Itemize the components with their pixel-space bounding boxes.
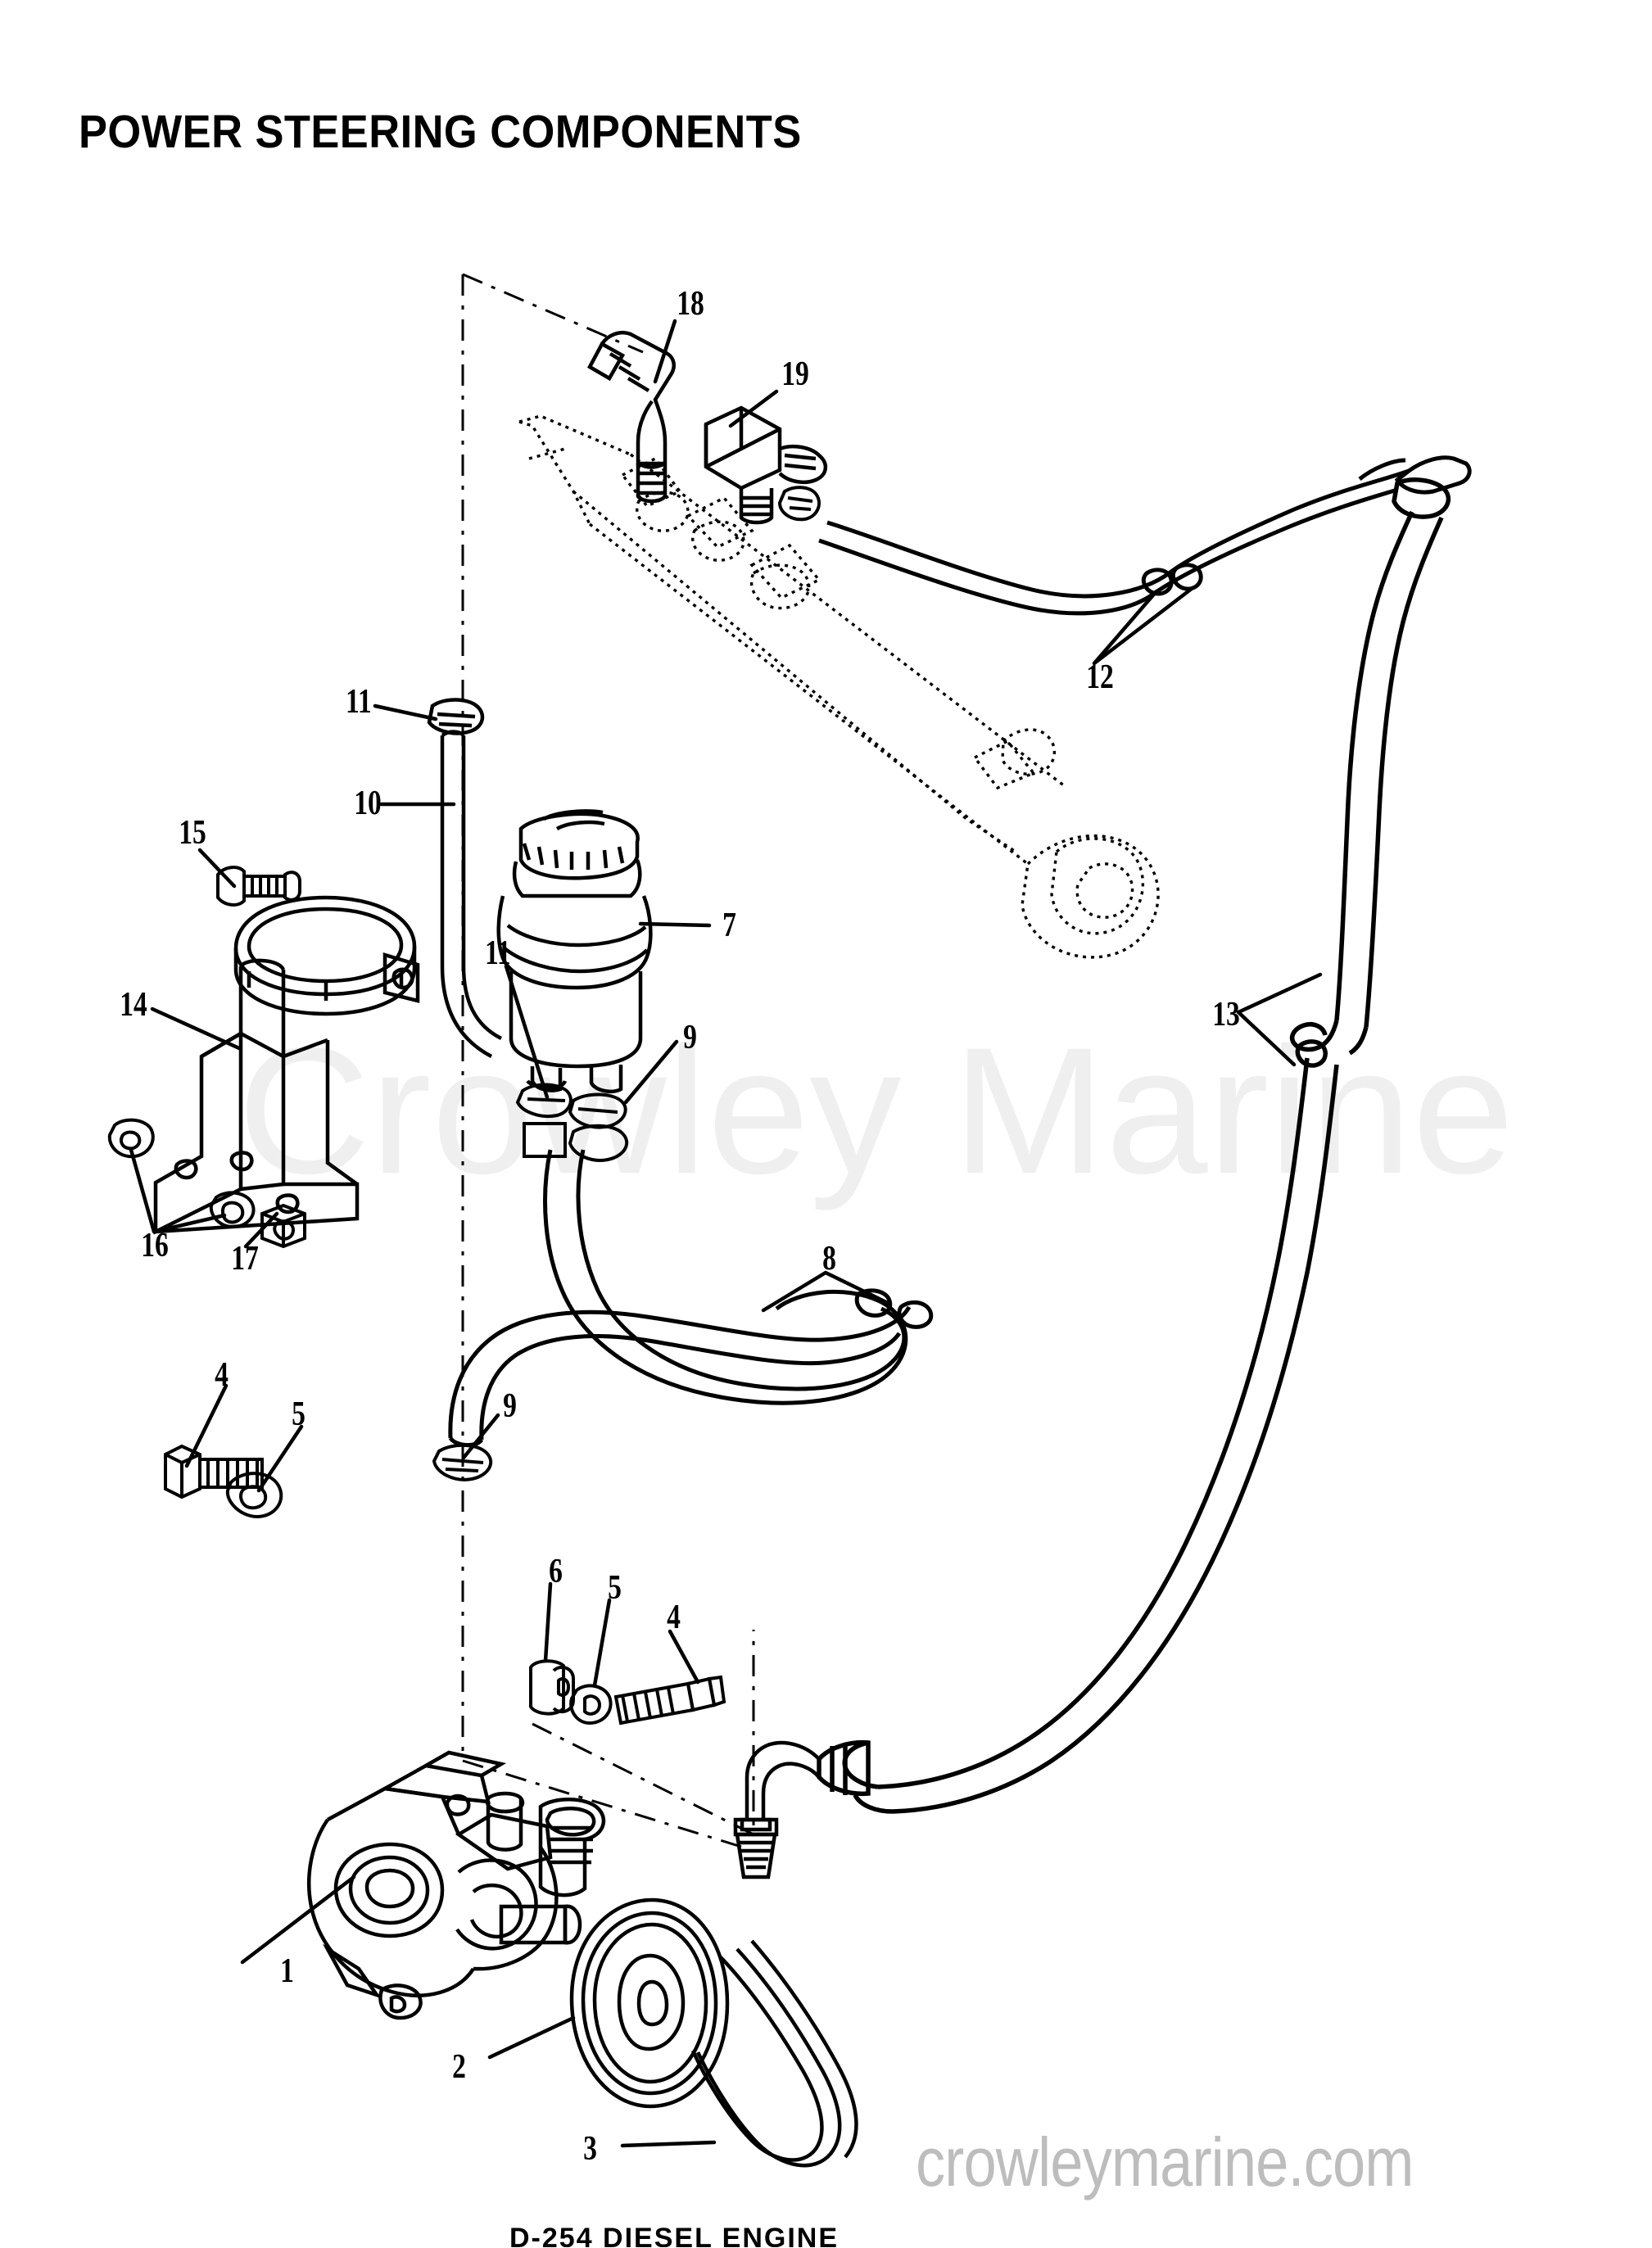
callout-16: 16: [141, 1227, 169, 1264]
callout-11-upper: 11: [345, 683, 372, 721]
return-hoses-8: [448, 1149, 934, 1447]
callout-3: 3: [583, 2130, 597, 2168]
url-watermark: crowleymarine.com: [916, 2124, 1414, 2201]
callout-14: 14: [120, 986, 147, 1024]
bracket-14: [153, 958, 360, 1235]
leader-15: [197, 848, 237, 889]
tube-10: [427, 698, 503, 1058]
callout-8: 8: [822, 1240, 836, 1278]
footer-caption: D-254 DIESEL ENGINE: [509, 2223, 840, 2247]
leader-11-reservoir: [504, 964, 550, 1100]
hose-clamp-small: [777, 486, 821, 522]
callout-4-upper: 4: [215, 1356, 229, 1394]
reservoir-clamp-fittings: [515, 1083, 629, 1162]
washer-16-a: [107, 1118, 155, 1159]
leader-4-upper: [184, 1383, 229, 1468]
reservoir-7: [496, 809, 653, 1093]
callout-1: 1: [280, 1952, 294, 1990]
callout-7: 7: [722, 907, 736, 944]
leader-14: [150, 1006, 242, 1051]
page-title: POWER STEERING COMPONENTS: [79, 106, 802, 158]
callout-6: 6: [549, 1553, 563, 1590]
leader-5-lower: [592, 1598, 612, 1688]
callout-5-upper: 5: [292, 1395, 306, 1433]
washer-5-upper: [225, 1472, 283, 1519]
callout-12: 12: [1086, 658, 1114, 696]
hose-clamp-9-lower: [432, 1443, 493, 1481]
washer-5-lower: [569, 1684, 613, 1726]
callout-9-lower: 9: [503, 1387, 517, 1425]
leader-7: [638, 921, 712, 928]
bolt-4-lower: [613, 1675, 726, 1726]
leader-3: [620, 2140, 717, 2148]
callout-13: 13: [1212, 996, 1240, 1034]
spacer-6: [529, 1659, 575, 1716]
callout-19: 19: [781, 355, 809, 393]
leader-8-fork: [761, 1270, 892, 1313]
leader-16-fork: [129, 1147, 227, 1234]
leader-9-upper: [623, 1039, 679, 1105]
drive-belt-3: [690, 1939, 858, 2168]
cylinder-hose: [818, 455, 1472, 616]
bracket-clamp-ring: [233, 895, 420, 1016]
callout-15: 15: [179, 814, 206, 852]
callout-9-upper: 9: [683, 1019, 697, 1056]
callout-2: 2: [452, 2048, 466, 2086]
leader-1: [240, 1875, 356, 1965]
leader-6: [543, 1581, 553, 1663]
leader-13-fork: [1236, 972, 1323, 1067]
steering-cylinder-phantom: [518, 414, 1160, 959]
callout-11-reservoir: 11: [484, 934, 511, 972]
callout-5-lower: 5: [608, 1569, 622, 1607]
leader-5-upper: [256, 1424, 304, 1493]
leader-18: [653, 319, 677, 384]
callout-18: 18: [677, 285, 704, 323]
bolt-15: [216, 866, 301, 907]
assembly-centerlines: [461, 273, 755, 1848]
bolt-4-upper: [164, 1444, 264, 1499]
connector-fitting-19: [704, 405, 827, 525]
hose-end-fitting: [733, 1740, 821, 1879]
pulley-2: [569, 1897, 730, 2109]
nut-17: [260, 1203, 306, 1249]
leader-19: [728, 389, 779, 428]
pressure-hose-a: [1289, 477, 1451, 1056]
leader-11-upper: [373, 703, 438, 721]
callout-4-lower: 4: [667, 1599, 681, 1636]
leader-4-lower: [668, 1629, 700, 1685]
leader-9-lower: [461, 1413, 500, 1460]
callout-10: 10: [354, 785, 382, 822]
pump-body-1: [307, 1750, 606, 2020]
leader-12-fork: [1092, 586, 1195, 666]
washer-16-b: [209, 1191, 256, 1229]
brand-watermark: Crowley Marine: [238, 1010, 1514, 1211]
callout-17: 17: [231, 1240, 259, 1278]
elbow-fitting-18: [586, 330, 676, 504]
pressure-hose-b: [817, 1039, 1339, 1814]
leader-2: [487, 2015, 576, 2060]
